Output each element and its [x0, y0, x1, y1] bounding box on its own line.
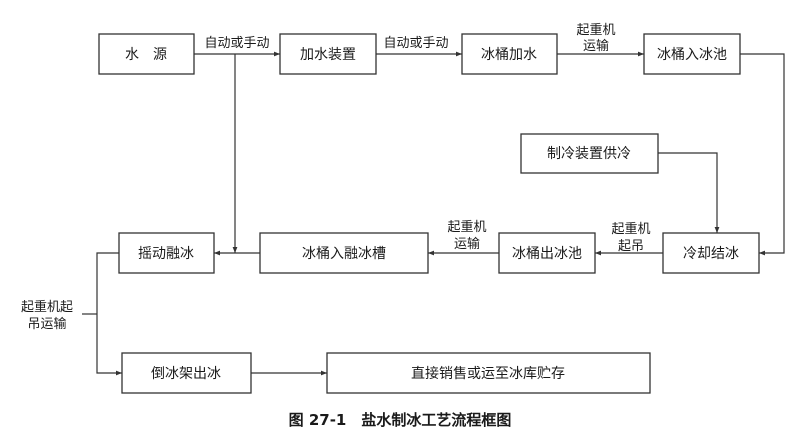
box-label: 冰桶入融冰槽 [302, 246, 386, 262]
box-label: 冷却结冰 [683, 246, 739, 262]
arrow-pool-to-freezing [740, 53, 785, 256]
edge-label-crane-lift-transport-a: 起重机起 [21, 299, 73, 315]
box-bucket-into-melt-tank: 冰桶入融冰槽 [259, 232, 429, 274]
box-bucket-into-pool: 冰桶入冰池 [643, 33, 741, 75]
edge-label-crane-2b: 运输 [454, 236, 480, 252]
arrow-shake-to-dump [96, 252, 122, 376]
box-label: 直接销售或运至冰库贮存 [411, 365, 565, 382]
box-dump-ice: 倒冰架出冰 [121, 352, 252, 394]
edge-label-auto-manual-2: 自动或手动 [383, 36, 448, 51]
box-label: 摇动融冰 [138, 246, 194, 262]
box-bucket-out-pool: 冰桶出冰池 [498, 232, 596, 274]
box-freezing: 冷却结冰 [662, 232, 760, 274]
arrow-refrigeration-to-freezing [658, 152, 720, 233]
edge-label-crane-lift-transport-b: 吊运输 [27, 316, 66, 332]
edge-label-crane-lift-b: 起吊 [618, 239, 644, 254]
box-water-source: 水 源 [98, 33, 195, 75]
figure-caption: 图 27-1 盐水制冰工艺流程框图 [289, 411, 512, 429]
edge-label-crane-lift-a: 起重机 [611, 221, 650, 237]
box-label: 制冷装置供冷 [547, 146, 631, 162]
box-label: 冰桶入冰池 [657, 47, 727, 63]
edge-label-crane-1b: 运输 [583, 38, 609, 54]
box-refrigeration-supply: 制冷装置供冷 [520, 133, 659, 174]
box-sale-or-storage: 直接销售或运至冰库贮存 [326, 352, 651, 394]
edge-label-crane-2a: 起重机 [447, 219, 486, 235]
connectors [82, 51, 785, 376]
box-label: 冰桶出冰池 [512, 246, 582, 262]
edge-label-crane-1a: 起重机 [576, 22, 615, 38]
box-label: 倒冰架出冰 [151, 366, 221, 382]
box-shake-melt: 摇动融冰 [118, 232, 215, 274]
box-bucket-filling: 冰桶加水 [461, 33, 558, 75]
box-label: 水 源 [125, 47, 167, 63]
box-label: 冰桶加水 [481, 47, 537, 63]
edge-label-auto-manual-1: 自动或手动 [204, 36, 269, 51]
box-label: 加水装置 [300, 47, 356, 63]
box-water-adding-device: 加水装置 [279, 33, 377, 75]
